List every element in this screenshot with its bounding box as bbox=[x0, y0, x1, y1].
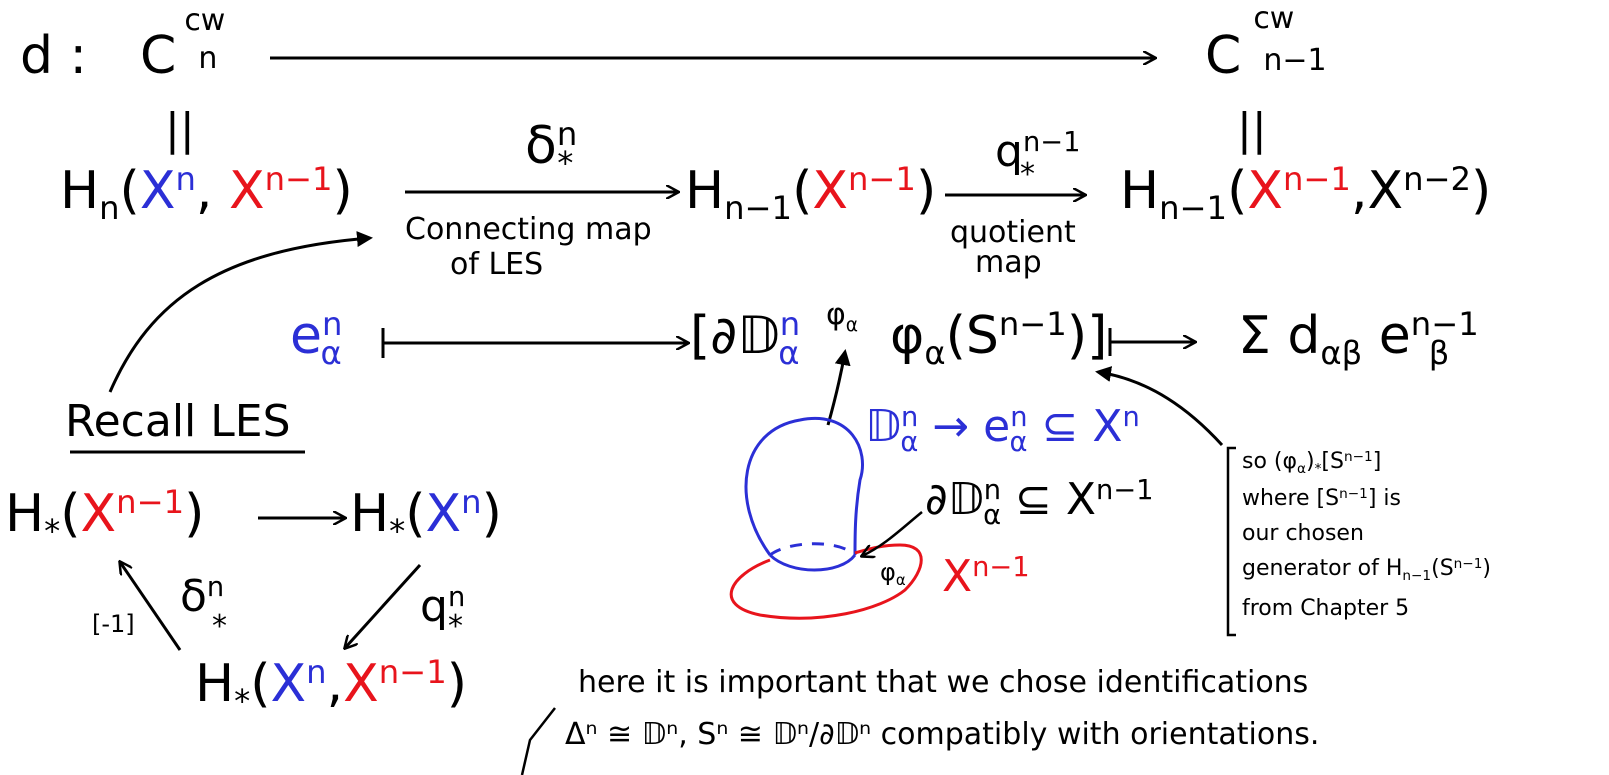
connecting-map-label: Connecting map bbox=[405, 215, 652, 245]
q-star: * bbox=[1020, 160, 1035, 190]
equals-right: || bbox=[1237, 108, 1267, 152]
les-q-star: * bbox=[448, 612, 463, 642]
Hn1-Xn1-Xn2: Hn−1(Xn−1,Xn−2) bbox=[1120, 165, 1491, 217]
d-label: d : bbox=[20, 30, 87, 82]
disk-rim-dashed bbox=[770, 544, 855, 555]
cw-sup-2: cw bbox=[1253, 4, 1294, 34]
phi-small: φα bbox=[880, 560, 906, 584]
phi-S: φα(Sn−1)] bbox=[890, 310, 1107, 362]
les-arrow-down bbox=[345, 565, 420, 648]
red-X-label: Xn−1 bbox=[942, 555, 1030, 599]
sketch-arrow bbox=[828, 352, 845, 425]
of-les-label: of LES bbox=[450, 250, 543, 280]
les-delta-star: * bbox=[212, 612, 227, 642]
sidenote-line3: our chosen bbox=[1242, 520, 1364, 548]
q-label: qn−1 bbox=[995, 130, 1080, 174]
disk-label: 𝔻nα → enα ⊆ Xn bbox=[865, 405, 1140, 449]
boundary-label: ∂𝔻nα ⊆ Xn−1 bbox=[925, 478, 1154, 522]
les-H-Xn1: H*(Xn−1) bbox=[5, 488, 204, 540]
cw-chain-n-1: C cw n−1 bbox=[1205, 30, 1241, 82]
recall-les-title: Recall LES bbox=[65, 400, 291, 444]
bottom-note-line2: Δⁿ ≅ 𝔻ⁿ, Sⁿ ≅ 𝔻ⁿ/∂𝔻ⁿ compatibly with ori… bbox=[565, 720, 1319, 750]
quotient-label: quotient bbox=[950, 218, 1076, 248]
sidenote-line5: from Chapter 5 bbox=[1242, 595, 1409, 623]
sum-d-e: Σ dαβ en−1β bbox=[1238, 310, 1449, 362]
C-letter-2: C bbox=[1205, 26, 1241, 86]
les-H-pair: H*(Xn,Xn−1) bbox=[195, 658, 467, 710]
Hn-Xn-Xn1: Hn(Xn, Xn−1) bbox=[60, 165, 353, 217]
sidenote-line2: where [Sn−1] is bbox=[1242, 485, 1401, 513]
boundary-class: [∂𝔻nα bbox=[690, 310, 799, 362]
e-alpha-n: enα bbox=[290, 310, 342, 362]
cw-chain-n: C cw n bbox=[140, 30, 176, 82]
n-sub: n bbox=[198, 44, 217, 74]
phi-over-arrow: φα bbox=[826, 300, 858, 330]
delta-label: δn* bbox=[525, 120, 573, 172]
disk-rim bbox=[770, 555, 855, 570]
bottom-note-line1: here it is important that we chose ident… bbox=[578, 668, 1308, 698]
disk-sketch bbox=[746, 418, 863, 555]
bottom-hook bbox=[522, 708, 555, 775]
les-shift: [-1] bbox=[92, 612, 135, 636]
sidenote-line1: so (φα)*[Sn−1] bbox=[1242, 448, 1381, 476]
n-1-sub: n−1 bbox=[1263, 46, 1326, 76]
cw-sup: cw bbox=[184, 6, 225, 36]
sidenote-bracket bbox=[1228, 448, 1236, 635]
equals-left: || bbox=[165, 108, 195, 152]
Hn1-Xn1: Hn−1(Xn−1) bbox=[685, 165, 936, 217]
les-H-Xn: H*(Xn) bbox=[350, 488, 502, 540]
map-label: map bbox=[975, 248, 1042, 278]
C-letter: C bbox=[140, 26, 176, 86]
sidenote-line4: generator of Hn−1(Sn−1) bbox=[1242, 555, 1491, 583]
